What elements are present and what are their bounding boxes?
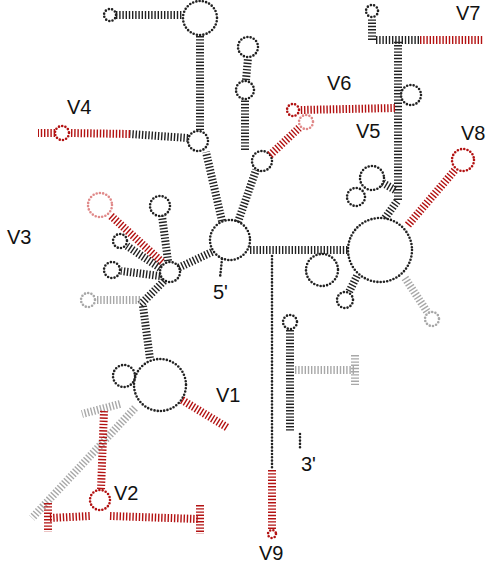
helix bbox=[246, 58, 248, 80]
hairpin-loop bbox=[113, 365, 135, 387]
variable-helix bbox=[70, 133, 130, 134]
region-label: V1 bbox=[215, 384, 241, 406]
helix bbox=[196, 36, 204, 130]
helix bbox=[127, 246, 160, 268]
hairpin-loop bbox=[337, 292, 353, 308]
variable-helix bbox=[101, 411, 104, 490]
helix bbox=[241, 100, 249, 150]
region-label: 5' bbox=[212, 281, 229, 303]
hairpin-loop bbox=[236, 81, 254, 99]
helix bbox=[351, 355, 359, 385]
left-domain bbox=[32, 1, 313, 534]
helix bbox=[82, 404, 120, 414]
variable-helix bbox=[196, 505, 204, 534]
hairpin-loop bbox=[113, 234, 127, 248]
multi-loop bbox=[134, 359, 186, 411]
hairpin-loop bbox=[81, 293, 95, 307]
multi-loop bbox=[348, 218, 412, 282]
hairpin-loop bbox=[347, 188, 365, 206]
variable-loop bbox=[90, 490, 110, 510]
helix bbox=[383, 183, 395, 190]
internal-loop bbox=[306, 254, 338, 286]
variable-loop bbox=[299, 115, 313, 129]
helix bbox=[349, 276, 357, 292]
single-strand bbox=[271, 256, 274, 470]
variable-helix bbox=[408, 170, 455, 225]
helix bbox=[286, 330, 294, 432]
helix bbox=[405, 278, 428, 313]
hairpin-loop bbox=[366, 5, 378, 17]
variable-helix bbox=[44, 503, 52, 532]
variable-loop bbox=[55, 126, 69, 140]
helix bbox=[376, 36, 420, 44]
helix bbox=[394, 40, 402, 200]
helix bbox=[140, 281, 164, 305]
junction-loop bbox=[252, 151, 272, 171]
variable-helix bbox=[110, 516, 198, 519]
region-label: V6 bbox=[326, 72, 352, 94]
variable-helix bbox=[38, 129, 55, 137]
junction-loop bbox=[160, 262, 180, 282]
helix bbox=[162, 216, 168, 261]
variable-helix bbox=[420, 36, 484, 44]
region-label: V2 bbox=[113, 482, 139, 504]
helix bbox=[250, 246, 348, 254]
region-label: V5 bbox=[355, 120, 381, 142]
variable-loop bbox=[268, 530, 276, 538]
variable-loop bbox=[88, 193, 112, 217]
region-label: V9 bbox=[258, 542, 284, 564]
helix bbox=[143, 306, 150, 359]
variable-loop bbox=[452, 149, 474, 171]
variable-helix bbox=[270, 128, 299, 155]
region-label: V8 bbox=[460, 122, 486, 144]
strand-end bbox=[299, 434, 302, 450]
region-label: V7 bbox=[455, 2, 481, 24]
variable-helix bbox=[268, 470, 276, 530]
variable-loop bbox=[287, 104, 299, 116]
hairpin-loop bbox=[104, 262, 120, 278]
helix bbox=[368, 18, 376, 40]
hairpin-loop bbox=[425, 312, 439, 326]
helix bbox=[178, 252, 212, 268]
helix bbox=[385, 200, 398, 218]
variable-helix bbox=[300, 108, 395, 110]
helix bbox=[206, 152, 222, 221]
helix bbox=[116, 11, 182, 19]
helix bbox=[96, 296, 140, 304]
multi-loop bbox=[210, 220, 250, 260]
hairpin-loop bbox=[401, 85, 421, 105]
variable-helix bbox=[110, 215, 162, 262]
hairpin-loop bbox=[104, 9, 116, 21]
internal-loop bbox=[360, 166, 384, 190]
region-label: V4 bbox=[66, 96, 92, 118]
hairpin-loop bbox=[238, 37, 258, 57]
region-label: 3' bbox=[300, 453, 317, 475]
helix bbox=[295, 366, 355, 374]
internal-loop bbox=[183, 1, 217, 35]
hairpin-loop bbox=[283, 315, 297, 329]
strand-end bbox=[220, 259, 222, 278]
helix bbox=[121, 271, 160, 276]
helix bbox=[130, 134, 188, 138]
junction-loop bbox=[188, 131, 208, 151]
region-label: V3 bbox=[6, 226, 32, 248]
variable-helix bbox=[50, 516, 90, 518]
right-domain bbox=[250, 5, 484, 538]
helix bbox=[238, 170, 256, 222]
hairpin-loop bbox=[150, 196, 170, 216]
